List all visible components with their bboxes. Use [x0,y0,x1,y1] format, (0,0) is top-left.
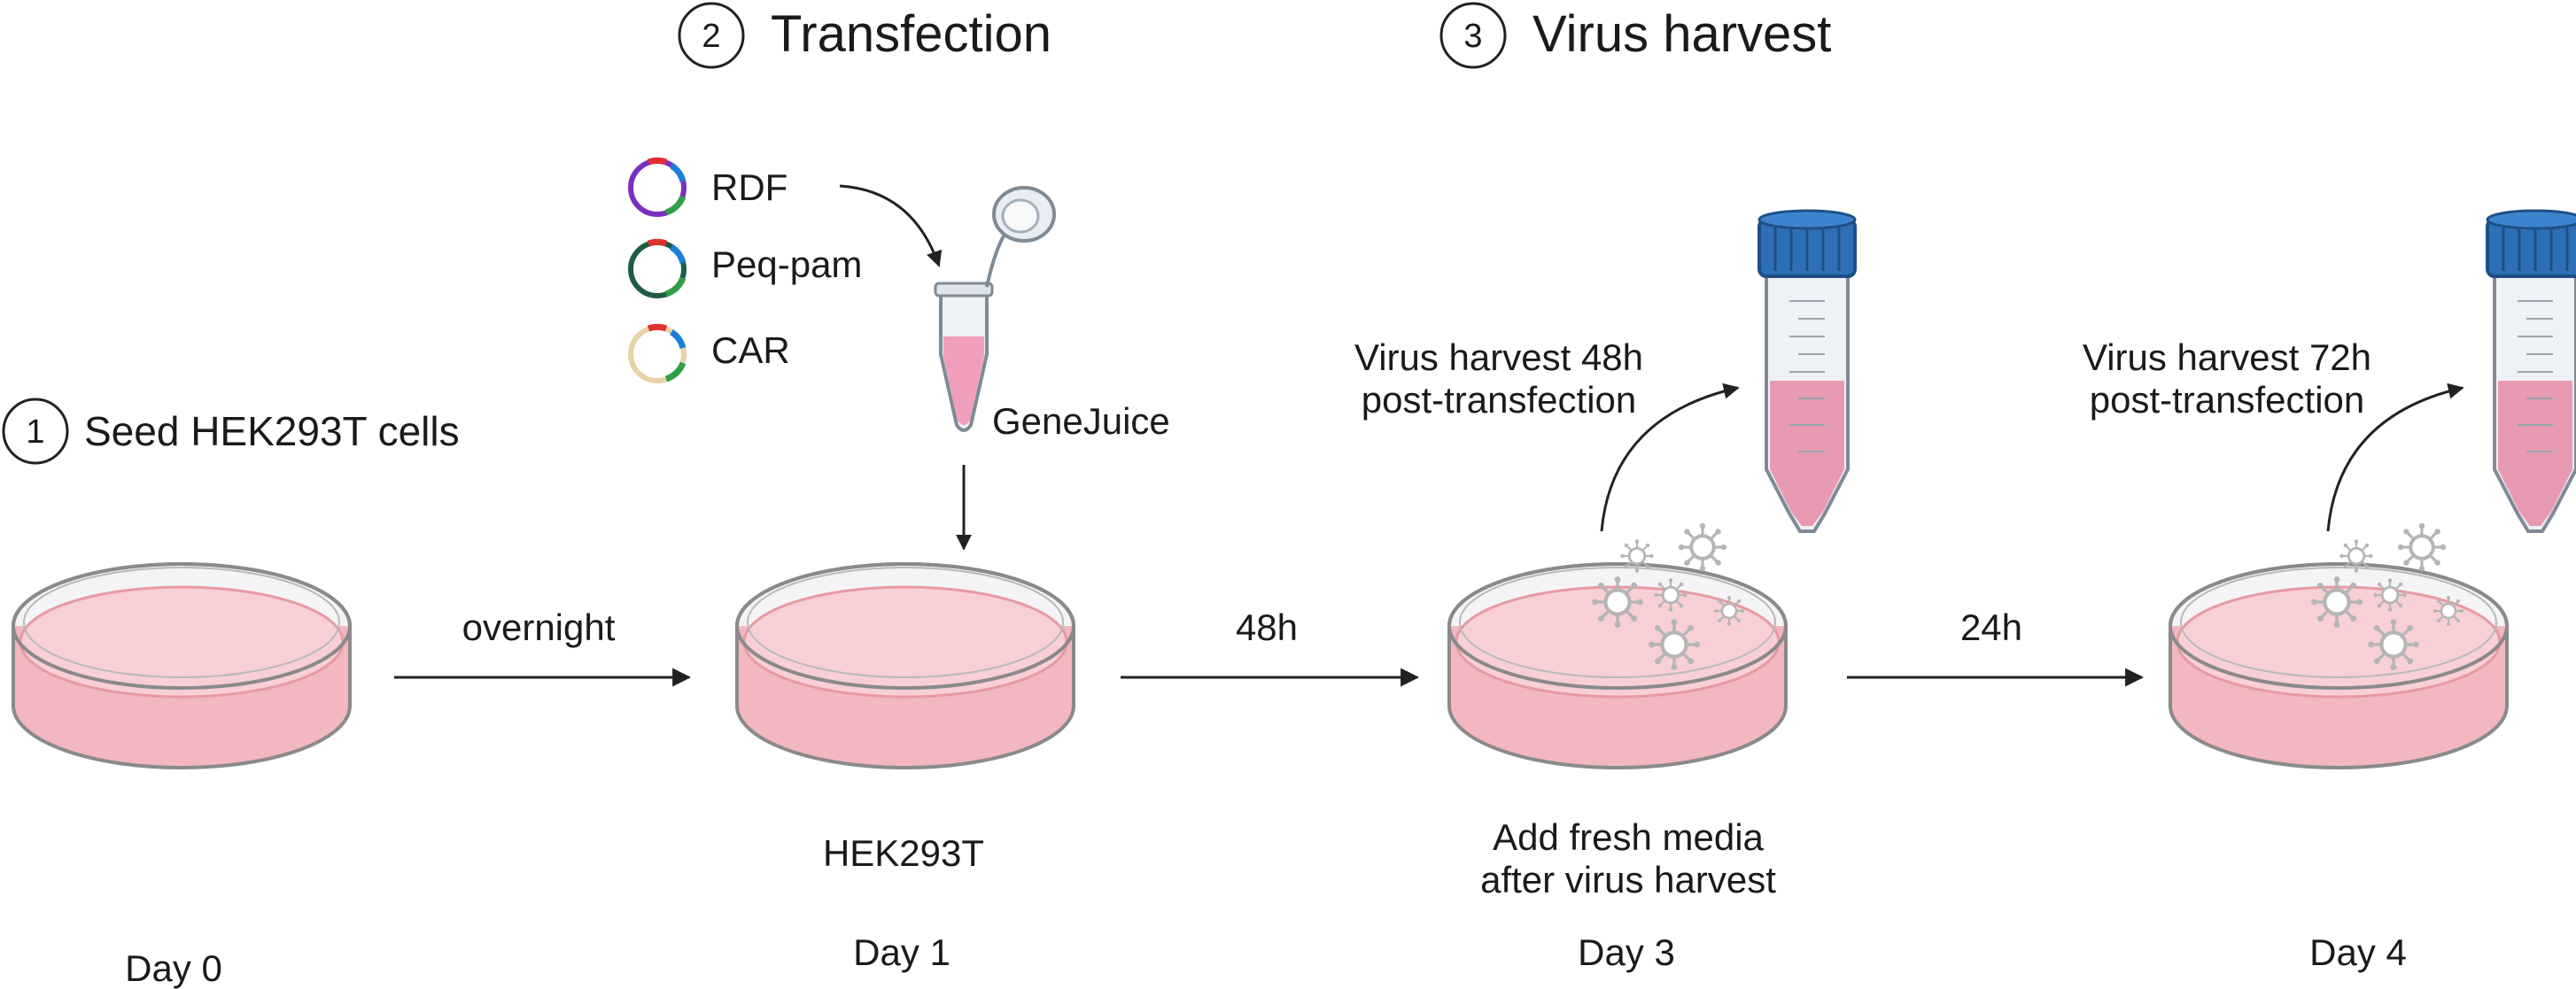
step-1-number-circle [2,398,69,465]
genejuice-label: GeneJuice [992,400,1170,442]
day-label-0: Day 0 [125,947,222,989]
step-2-number-circle [678,2,745,69]
step-3-label: Virus harvest [1532,5,1831,63]
plasmid-car: CAR [628,323,790,383]
step-1-label: Seed HEK293T cells [84,408,460,454]
harvest-72h-line2: post-transfection [2090,379,2365,421]
virus-icon [2368,619,2419,670]
plasmid-to-tube-arrow [839,184,943,267]
interval-label-24h: 24h [1960,607,2022,648]
virus-icon [2432,594,2465,628]
virus-icon [2371,576,2409,614]
culture-dish-day-1 [735,562,1075,769]
day-label-1: Day 1 [853,931,950,973]
virus-icon [1618,537,1656,575]
virus-icon [1652,576,1689,614]
step-1-heading: 1 Seed HEK293T cells [2,398,460,465]
plasmid-peq-pam: Peq-pam [628,238,862,298]
virus-icon [2338,537,2375,575]
interval-label-overnight: overnight [462,607,616,648]
plasmid-rdf: RDF [628,157,788,217]
virus-icon [1679,523,1726,571]
falcon-tube-48h [1757,209,1857,533]
plasmid-car-label: CAR [711,329,790,371]
plasmid-peq-pam-label: Peq-pam [711,243,862,285]
step-2-label: Transfection [771,5,1051,63]
day-label-4: Day 4 [2309,931,2407,973]
interval-label-48h: 48h [1236,607,1298,648]
harvest-arrow-72h [2326,382,2464,532]
virus-icon [1592,576,1643,628]
harvest-48h-line1: Virus harvest 48h [1354,336,1643,378]
fresh-media-line1: Add fresh media [1493,816,1764,858]
virus-icon [2398,523,2446,571]
step-1-number: 1 [26,413,44,451]
step-2-heading: 2 Transfection [678,2,1051,69]
culture-dish-day-0 [12,562,352,769]
virus-icon [2311,576,2363,628]
step-2-number: 2 [702,18,720,55]
cell-line-label: HEK293T [823,832,984,874]
falcon-tube-72h [2486,209,2576,533]
fresh-media-line2: after virus harvest [1480,859,1776,900]
harvest-48h-line2: post-transfection [1362,379,1637,421]
harvest-72h-line1: Virus harvest 72h [2083,336,2371,378]
step-3-number: 3 [1463,18,1482,55]
eppendorf-tube [934,186,1056,432]
step-3-number-circle [1439,2,1507,69]
plasmid-rdf-label: RDF [711,166,788,208]
virus-icon [1649,619,1700,670]
harvest-arrow-48h [1600,382,1740,532]
step-3-heading: 3 Virus harvest [1439,2,1831,69]
day-label-3: Day 3 [1578,931,1675,973]
virus-icon [1712,594,1746,628]
